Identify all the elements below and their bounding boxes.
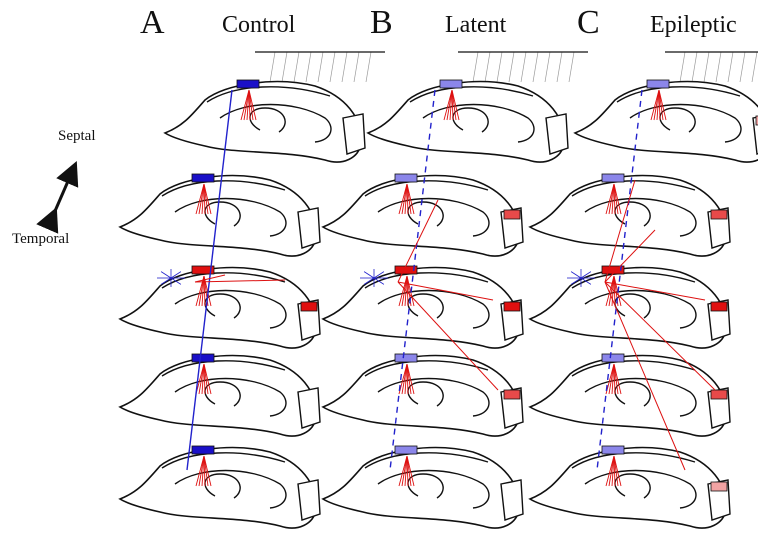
slice-stack-line [533, 52, 538, 82]
slice-stack-line [366, 52, 371, 82]
slice-outline [120, 176, 316, 256]
slice-outline [120, 448, 316, 528]
slice-stack-line [497, 52, 502, 82]
slice-side-face [546, 114, 568, 154]
slice-stack-line [282, 52, 287, 82]
slice-top-box [395, 354, 417, 362]
slice-stack-line [270, 52, 275, 82]
slice-side-marker [711, 482, 727, 491]
slice-outline [530, 176, 726, 256]
slice-stack-line [692, 52, 697, 82]
slice-outline [530, 356, 726, 436]
panel-a [120, 52, 385, 528]
slice-outline [323, 356, 519, 436]
slice-outline [530, 448, 726, 528]
slice-side-face [298, 388, 320, 428]
slice-side-marker [711, 390, 727, 399]
blue-spread [364, 272, 374, 278]
slice-stack-line [569, 52, 574, 82]
slice-top-box [602, 354, 624, 362]
slice-stack-line [752, 52, 757, 82]
slice-top-box [395, 446, 417, 454]
slice-side-marker [711, 210, 727, 219]
slice-side-marker [711, 302, 727, 311]
slice-side-marker [504, 390, 520, 399]
slice-side-marker [504, 302, 520, 311]
septotemporal-axis-arrow [52, 172, 72, 218]
slice-side-face [298, 480, 320, 520]
slice-outline [323, 448, 519, 528]
slice-outline [323, 268, 519, 348]
slice-stack-line [318, 52, 323, 82]
slice-stack-line [680, 52, 685, 82]
slice-stack-line [704, 52, 709, 82]
slice-stack-line [294, 52, 299, 82]
slice-side-face [298, 208, 320, 248]
slice-top-box [440, 80, 462, 88]
slice-stack-line [509, 52, 514, 82]
blue-spread [571, 272, 581, 278]
slice-stack-line [740, 52, 745, 82]
slice-stack-line [473, 52, 478, 82]
slice-side-face [343, 114, 365, 154]
slice-stack-line [557, 52, 562, 82]
slice-stack-line [728, 52, 733, 82]
slice-stack-line [716, 52, 721, 82]
slice-stack-line [306, 52, 311, 82]
slice-outline [368, 82, 564, 162]
slice-top-box [192, 354, 214, 362]
slice-top-box [192, 174, 214, 182]
slice-outline [120, 268, 316, 348]
panels-layer [120, 52, 758, 528]
slice-outline [120, 356, 316, 436]
slice-stack-line [330, 52, 335, 82]
slice-side-marker [504, 210, 520, 219]
blue-spread [161, 272, 171, 278]
slice-stack-line [545, 52, 550, 82]
slice-top-box [647, 80, 669, 88]
slice-side-marker [301, 302, 317, 311]
slice-stack-line [354, 52, 359, 82]
slice-stack-line [485, 52, 490, 82]
slice-top-box [192, 446, 214, 454]
slice-stack-line [342, 52, 347, 82]
slice-top-box [395, 174, 417, 182]
slice-side-face [501, 480, 523, 520]
slice-top-box [602, 174, 624, 182]
slice-top-box [602, 446, 624, 454]
slice-outline [323, 176, 519, 256]
slice-outline [165, 82, 361, 162]
slice-top-box [237, 80, 259, 88]
slice-stack-line [521, 52, 526, 82]
